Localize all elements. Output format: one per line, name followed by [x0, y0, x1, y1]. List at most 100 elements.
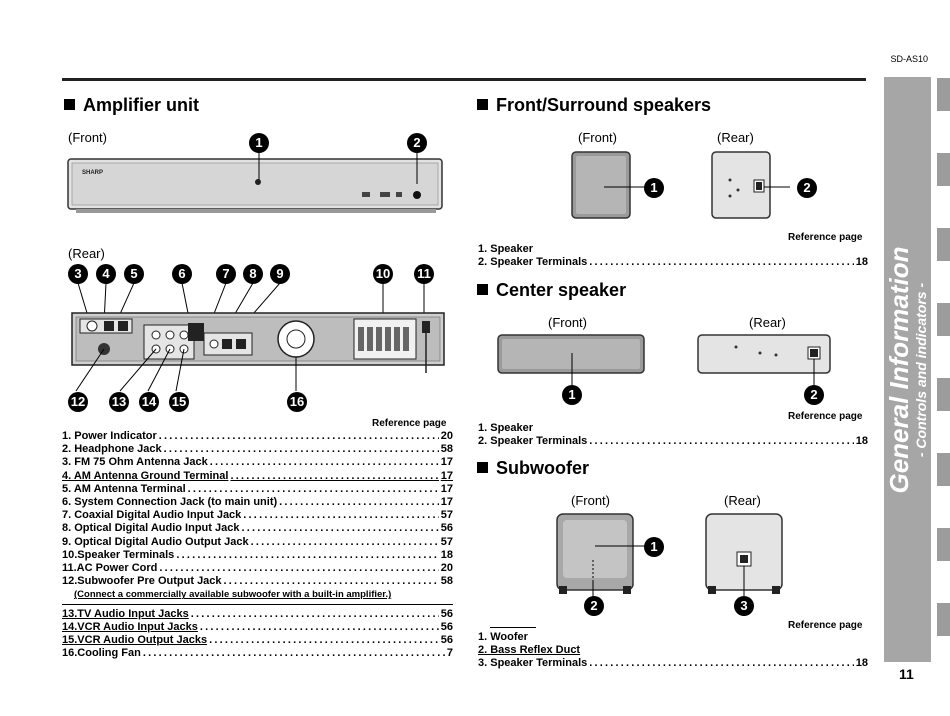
sidebar-band	[884, 77, 931, 662]
callout-badge: 8	[243, 264, 263, 284]
callout-badge: 2	[407, 133, 427, 153]
callout-badge: 1	[249, 133, 269, 153]
front-speaker-rear-illustration	[711, 151, 790, 219]
list-item: 2. Headphone Jack.......................…	[62, 443, 453, 456]
callout-badge: 3	[734, 596, 754, 616]
bullet-square-icon	[477, 99, 488, 110]
callout-badge: 5	[124, 264, 144, 284]
list-item: 11.AC Power Cord........................…	[62, 562, 453, 575]
center-speaker-rear-illustration	[697, 334, 831, 385]
center-ref-title: Reference page	[788, 411, 863, 422]
callout-badge: 15	[169, 392, 189, 412]
callout-badge: 1	[644, 537, 664, 557]
bullet-square-icon	[477, 462, 488, 473]
list-item: 15.VCR Audio Output Jacks...............…	[62, 634, 453, 647]
callout-badge: 11	[414, 264, 434, 284]
list-item: 12.Subwoofer Pre Output Jack............…	[62, 575, 453, 588]
callout-badge: 2	[797, 178, 817, 198]
center-front-label: (Front)	[548, 315, 587, 330]
subwoofer-front-illustration	[556, 513, 645, 598]
callout-badge: 14	[139, 392, 159, 412]
chapter-tab	[937, 228, 950, 261]
list-item: 7. Coaxial Digital Audio Input Jack.....…	[62, 509, 453, 522]
chapter-tab	[937, 603, 950, 636]
front-surround-ref-title: Reference page	[788, 232, 863, 243]
chapter-tab	[937, 378, 950, 411]
amplifier-ref-title: Reference page	[372, 418, 447, 429]
callout-badge: 2	[584, 596, 604, 616]
list-note: (Connect a commercially available subwoo…	[74, 589, 392, 601]
front-speaker-front-illustration	[571, 151, 646, 219]
subwoofer-rear-label: (Rear)	[724, 493, 761, 508]
chapter-tab	[937, 303, 950, 336]
callout-badge: 7	[216, 264, 236, 284]
list-item: 10.Speaker Terminals....................…	[62, 548, 453, 561]
list-item: 1. Power Indicator......................…	[62, 430, 453, 442]
list-item: 2. Speaker Terminals....................…	[478, 435, 868, 448]
front-surround-section-title: Front/Surround speakers	[477, 95, 711, 116]
list-item: 5. AM Antenna Terminal..................…	[62, 482, 453, 495]
callout-leaders	[258, 152, 418, 184]
subwoofer-front-label: (Front)	[571, 493, 610, 508]
page-number: 11	[899, 666, 914, 682]
front-surround-front-label: (Front)	[578, 130, 617, 145]
callout-badge: 9	[270, 264, 290, 284]
list-item: 3. FM 75 Ohm Antenna Jack...............…	[62, 456, 453, 469]
amplifier-title-text: Amplifier unit	[83, 95, 199, 115]
callout-badge: 2	[804, 385, 824, 405]
amplifier-section-title: Amplifier unit	[64, 95, 199, 116]
amplifier-parts-list: 1. Power Indicator......................…	[62, 430, 453, 660]
amplifier-rear-label: (Rear)	[68, 246, 105, 261]
amplifier-front-illustration: SHARP	[67, 158, 443, 213]
subwoofer-section-title: Subwoofer	[477, 458, 589, 479]
list-item: 2. Speaker Terminals....................…	[478, 256, 868, 269]
sidebar-title-block: General Information - Controls and indic…	[884, 246, 929, 494]
header-rule	[62, 78, 866, 81]
list-separator	[62, 603, 453, 605]
list-item: 6. System Connection Jack (to main unit)…	[62, 496, 453, 509]
amplifier-front-label: (Front)	[68, 130, 107, 145]
callout-badge: 3	[68, 264, 88, 284]
list-item: 1. Speaker	[478, 243, 534, 255]
list-item: 3. Speaker Terminals....................…	[478, 657, 868, 670]
bullet-square-icon	[477, 284, 488, 295]
subwoofer-rear-illustration	[705, 513, 783, 598]
list-item: 8. Optical Digital Audio Input Jack.....…	[62, 522, 453, 535]
brand-logo: SHARP	[82, 170, 103, 176]
center-parts-list: 1. Speaker 2. Speaker Terminals.........…	[478, 422, 868, 448]
list-rule	[490, 627, 536, 628]
callout-badge: 1	[644, 178, 664, 198]
list-item: 16.Cooling Fan..........................…	[62, 647, 453, 660]
front-surround-parts-list: 1. Speaker 2. Speaker Terminals.........…	[478, 243, 868, 269]
model-number: SD-AS10	[890, 54, 928, 64]
center-rear-label: (Rear)	[749, 315, 786, 330]
chapter-tab	[937, 153, 950, 186]
callout-badge: 13	[109, 392, 129, 412]
subwoofer-parts-list: 1. Woofer 2. Bass Reflex Duct 3. Speaker…	[478, 631, 868, 671]
sidebar-title: General Information	[884, 246, 914, 494]
chapter-tabs	[937, 78, 950, 678]
list-item: 1. Woofer	[478, 631, 528, 643]
center-speaker-front-illustration	[497, 334, 645, 385]
chapter-tab	[937, 453, 950, 486]
list-item: 2. Bass Reflex Duct	[478, 644, 581, 657]
sidebar-subtitle: - Controls and indicators -	[913, 282, 929, 458]
chapter-tab	[937, 528, 950, 561]
list-item: 4. AM Antenna Ground Terminal...........…	[62, 469, 453, 482]
callout-badge: 16	[287, 392, 307, 412]
callout-badge: 1	[562, 385, 582, 405]
list-item: 13.TV Audio Input Jacks.................…	[62, 607, 453, 620]
amplifier-rear-illustration	[71, 283, 445, 392]
center-title-text: Center speaker	[496, 280, 627, 300]
chapter-tab	[937, 78, 950, 111]
front-surround-rear-label: (Rear)	[717, 130, 754, 145]
center-section-title: Center speaker	[477, 280, 626, 301]
callout-badge: 6	[172, 264, 192, 284]
subwoofer-title-text: Subwoofer	[496, 458, 589, 478]
bullet-square-icon	[64, 99, 75, 110]
callout-badge: 10	[373, 264, 393, 284]
list-item: 9. Optical Digital Audio Output Jack....…	[62, 535, 453, 548]
list-item: 1. Speaker	[478, 422, 534, 434]
front-surround-title-text: Front/Surround speakers	[496, 95, 712, 115]
callout-badge: 4	[96, 264, 116, 284]
